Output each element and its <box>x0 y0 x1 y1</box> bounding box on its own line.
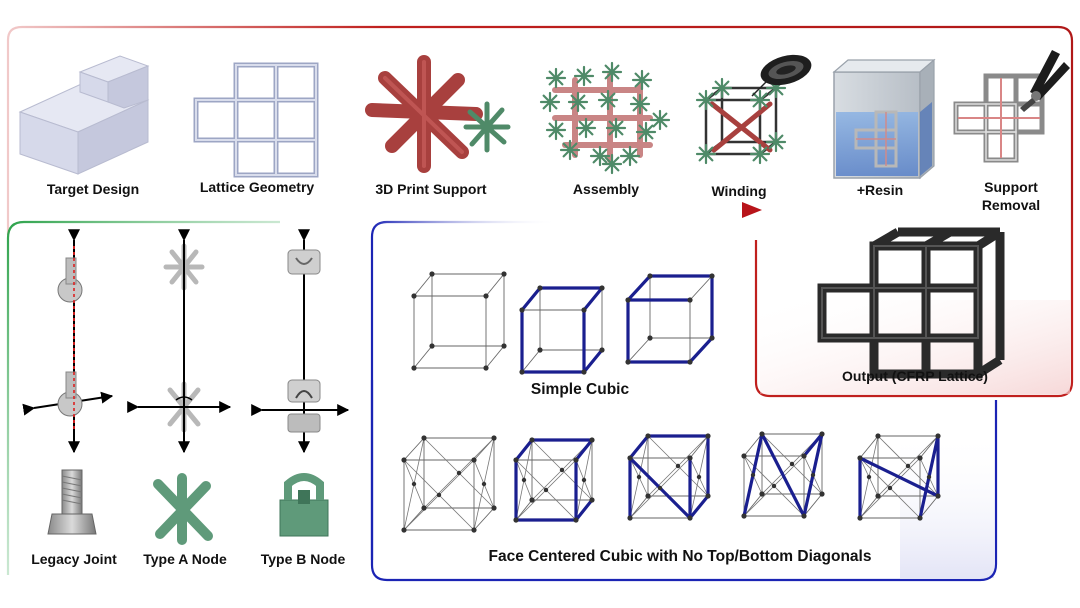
step-label-target-design: Target Design <box>46 181 140 197</box>
legacy-joint-diagram <box>22 229 114 535</box>
step-label-lattice-geometry: Lattice Geometry <box>199 179 315 195</box>
lattice-geometry-illustration <box>193 62 319 178</box>
resin-tank-illustration <box>832 58 936 180</box>
type-b-node-icon <box>279 473 329 537</box>
step-label-support-removal-line1: Support <box>984 179 1038 195</box>
simple-cubic-label: Simple Cubic <box>530 381 630 398</box>
bolt-icon <box>47 469 97 535</box>
joint-label-type-b: Type B Node <box>260 551 346 567</box>
step-label-support-removal-line2: Removal <box>981 197 1041 213</box>
process-flow-arrow <box>34 202 762 218</box>
joint-label-type-a: Type A Node <box>143 551 227 567</box>
output-label: Output (CFRP Lattice) <box>842 368 988 384</box>
step-label-winding: Winding <box>711 183 767 199</box>
type-b-node-diagram <box>251 229 350 537</box>
print-support-illustration <box>365 55 511 173</box>
support-removal-illustration <box>953 50 1070 163</box>
simple-cubic-paths <box>411 271 715 375</box>
step-label-assembly: Assembly <box>572 181 640 197</box>
pliers-icon <box>1020 50 1070 112</box>
cfrp-lattice-output-illustration <box>817 227 1005 379</box>
type-a-node-diagram <box>127 229 232 545</box>
joints-frame <box>6 220 280 575</box>
patterns-frame <box>370 220 998 582</box>
step-label-resin: +Resin <box>856 182 904 198</box>
type-a-node-icon <box>153 473 213 545</box>
assembly-illustration <box>539 61 671 175</box>
winding-illustration <box>695 54 812 165</box>
fcc-label: Face Centered Cubic with No Top/Bottom D… <box>488 548 872 565</box>
process-frame <box>6 25 1074 236</box>
fiber-spool-icon <box>751 54 812 97</box>
joint-label-legacy: Legacy Joint <box>31 551 117 567</box>
step-label-3d-print-support: 3D Print Support <box>375 181 487 197</box>
target-design-illustration <box>18 55 150 175</box>
fcc-paths <box>401 431 941 533</box>
